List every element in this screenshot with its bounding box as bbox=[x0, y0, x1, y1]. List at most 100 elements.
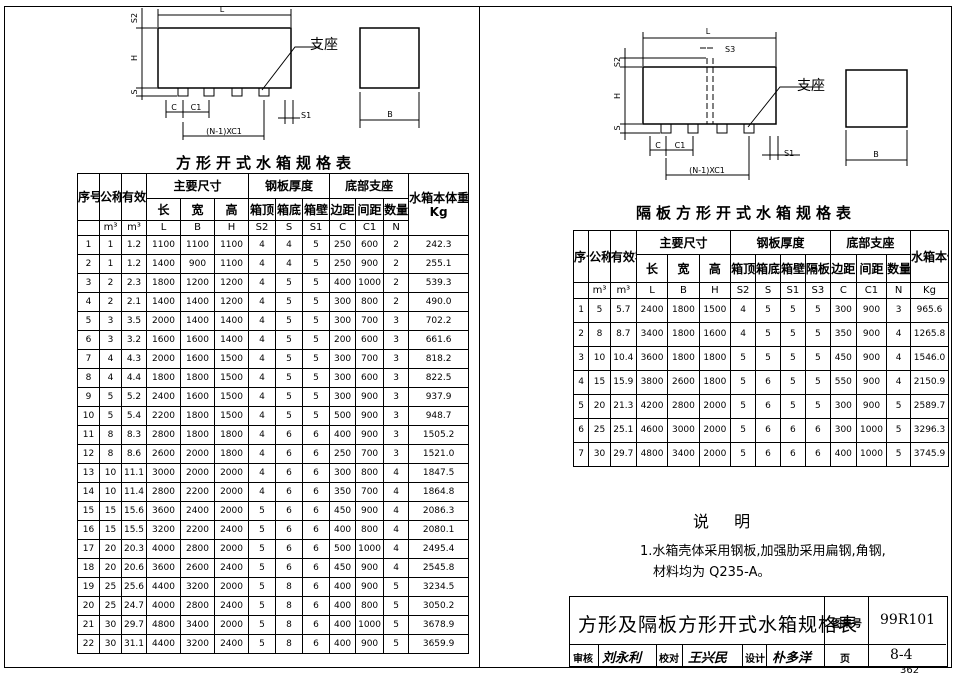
table-cell: 5 bbox=[886, 394, 911, 419]
t2-main-size-header: 主要尺寸 bbox=[635, 230, 732, 255]
table-cell: 11.1 bbox=[121, 463, 147, 483]
unit-C: C bbox=[329, 220, 357, 236]
t2-unit-no bbox=[572, 282, 590, 299]
table-cell: 900 bbox=[355, 501, 385, 521]
table-cell: 31.1 bbox=[121, 634, 147, 654]
table-cell: 1500 bbox=[213, 349, 250, 369]
table-cell: 300 bbox=[329, 311, 357, 331]
table-cell: 900 bbox=[355, 387, 385, 407]
table-cell: 2 bbox=[383, 292, 410, 312]
table-cell: 4 bbox=[383, 520, 410, 540]
table-cell: 2545.8 bbox=[408, 558, 470, 578]
table-cell: 3 bbox=[383, 368, 410, 388]
table-cell: 1505.2 bbox=[408, 425, 470, 445]
table-cell: 15 bbox=[99, 520, 122, 540]
table-cell: 3 bbox=[383, 406, 410, 426]
table-cell: 300 bbox=[829, 394, 857, 419]
table-cell: 2000 bbox=[180, 444, 215, 464]
table-cell: 2 bbox=[383, 254, 410, 274]
table-cell: 948.7 bbox=[408, 406, 470, 426]
table-cell: 3 bbox=[383, 425, 410, 445]
table-cell: 1100 bbox=[213, 254, 250, 274]
table-cell: 20 bbox=[588, 394, 611, 419]
table-cell: 5 bbox=[302, 406, 331, 426]
table-cell: 2 bbox=[383, 235, 410, 255]
table-cell: 5 bbox=[383, 634, 410, 654]
support-label: 支座 bbox=[310, 37, 338, 53]
table-cell: 250 bbox=[329, 444, 357, 464]
review-signature: 刘永利 bbox=[602, 651, 642, 666]
table-cell: 6 bbox=[755, 394, 781, 419]
t2-col-bottom: 箱底 bbox=[755, 254, 781, 283]
table-cell: 4.4 bbox=[121, 368, 147, 388]
partition-support-label: 支座 bbox=[797, 78, 825, 94]
table-cell: 1500 bbox=[698, 298, 732, 323]
t2-col-wall: 箱壁 bbox=[779, 254, 806, 283]
table-cell: 4 bbox=[886, 346, 911, 371]
table-cell: 1200 bbox=[180, 273, 215, 293]
table-cell: 8 bbox=[99, 444, 122, 464]
table-cell: 2495.4 bbox=[408, 539, 470, 559]
table-cell: 900 bbox=[355, 425, 385, 445]
t2-unit-C1: C1 bbox=[855, 282, 888, 299]
unit-B: B bbox=[180, 220, 215, 236]
table-cell: 4 bbox=[248, 254, 277, 274]
table-cell: 21.3 bbox=[609, 394, 637, 419]
table-cell: 6 bbox=[302, 558, 331, 578]
table-cell: 2000 bbox=[213, 577, 250, 597]
t2-unit-C: C bbox=[829, 282, 857, 299]
table-cell: 15.5 bbox=[121, 520, 147, 540]
table-cell: 2589.7 bbox=[910, 394, 949, 419]
table-cell: 9 bbox=[77, 387, 100, 407]
table-cell: 4600 bbox=[635, 418, 669, 443]
table-cell: 6 bbox=[302, 520, 331, 540]
table-cell: 450 bbox=[329, 501, 357, 521]
partition-tank-spec-table: 序号 公称容积 有效容积 主要尺寸 钢板厚度 底部支座 水箱本体重量 长 宽 高… bbox=[572, 230, 949, 467]
t2-col-gap: 间距 bbox=[855, 254, 888, 283]
table-cell: 4 bbox=[248, 330, 277, 350]
table-cell: 3000 bbox=[146, 463, 181, 483]
table-cell: 5 bbox=[779, 394, 806, 419]
table-cell: 5 bbox=[730, 442, 757, 467]
table-cell: 5 bbox=[383, 596, 410, 616]
table-cell: 6 bbox=[275, 539, 304, 559]
table-cell: 10.4 bbox=[609, 346, 637, 371]
table-cell: 1 bbox=[99, 254, 122, 274]
table-cell: 10 bbox=[77, 406, 100, 426]
t2-col-length: 长 bbox=[635, 254, 669, 283]
table-cell: 4 bbox=[248, 463, 277, 483]
table-cell: 5 bbox=[275, 406, 304, 426]
table-cell: 2000 bbox=[213, 501, 250, 521]
col-top: 箱顶 bbox=[248, 198, 277, 221]
table-cell: 1200 bbox=[213, 273, 250, 293]
table-cell: 2400 bbox=[180, 501, 215, 521]
table-cell: 6 bbox=[275, 463, 304, 483]
table-cell: 5 bbox=[779, 298, 806, 323]
t2-unit-eff: m³ bbox=[609, 282, 637, 299]
table-cell: 800 bbox=[355, 596, 385, 616]
partition-tank-body bbox=[642, 66, 777, 125]
center-divider bbox=[479, 6, 480, 667]
table-cell: 400 bbox=[329, 520, 357, 540]
table-cell: 5 bbox=[779, 346, 806, 371]
table-cell: 5 bbox=[779, 322, 806, 347]
table-cell: 10 bbox=[99, 463, 122, 483]
table-cell: 4200 bbox=[635, 394, 669, 419]
table-cell: 1000 bbox=[855, 418, 888, 443]
table-cell: 4 bbox=[77, 292, 100, 312]
table-cell: 30 bbox=[99, 615, 122, 635]
table-cell: 2.3 bbox=[121, 273, 147, 293]
table-cell: 4 bbox=[383, 482, 410, 502]
table-cell: 1800 bbox=[146, 368, 181, 388]
table-cell: 3 bbox=[383, 387, 410, 407]
table-cell: 5 bbox=[248, 577, 277, 597]
table-cell: 5 bbox=[804, 370, 831, 395]
drawing-frame bbox=[4, 6, 952, 668]
table-cell: 500 bbox=[329, 539, 357, 559]
table-cell: 2150.9 bbox=[910, 370, 949, 395]
table-cell: 20 bbox=[99, 539, 122, 559]
table-cell: 3.2 bbox=[121, 330, 147, 350]
